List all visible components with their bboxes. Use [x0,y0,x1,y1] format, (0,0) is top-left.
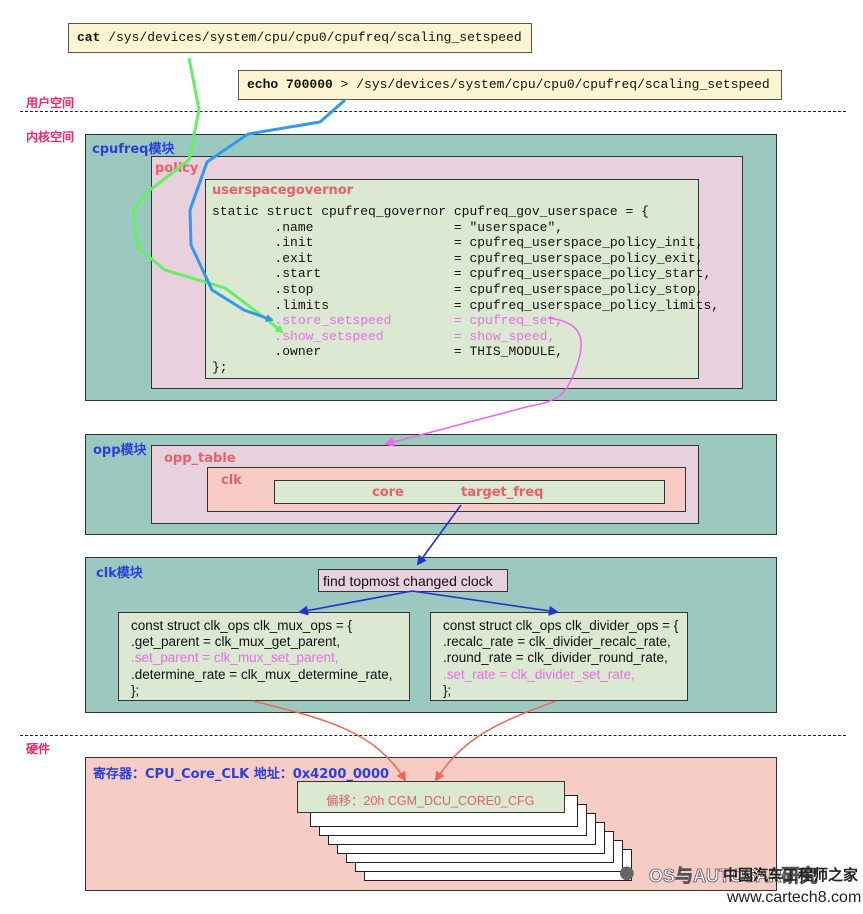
topmost-clock-label: find topmost changed clock [323,573,493,589]
governor-label: userspacegovernor [212,183,354,198]
governor-code-line: .start = cpufreq_userspace_policy_start, [212,266,712,282]
divider-ops-line: .recalc_rate = clk_divider_recalc_rate, [443,634,671,650]
watermark: ● OS与AUTOSAR研究 中国汽车工程师之家 www.cartech8.co… [615,858,862,910]
echo-command-box: echo 700000 > /sys/devices/system/cpu/cp… [238,70,782,100]
governor-struct-code: static struct cpufreq_governor cpufreq_g… [212,204,719,376]
watermark-line2: 中国汽车工程师之家 [723,866,859,884]
user-space-label: 用户空间 [26,96,75,110]
governor-code-line: .limits = cpufreq_userspace_policy_limit… [212,297,720,313]
governor-code-line: }; [212,359,228,375]
divider-ops-line: .round_rate = clk_divider_round_rate, [443,650,668,666]
hardware-label: 硬件 [26,742,51,756]
target-freq-label: target_freq [461,485,544,500]
userspace-governor-box: userspacegovernor static struct cpufreq_… [205,179,719,379]
cpufreq-module-label: cpufreq模块 [92,142,175,157]
opp-module-label: opp模块 [93,443,147,458]
mux-ops-line: .determine_rate = clk_mux_determine_rate… [131,666,393,682]
register-label: 寄存器：CPU_Core_CLK 地址：0x4200_0000 [93,767,390,782]
core-bar: core target_freq [274,480,665,504]
policy-label: policy [155,161,199,176]
user-kernel-divider [20,111,846,112]
clk-divider-ops-box: const struct clk_ops clk_divider_ops = {… [430,612,688,701]
core-label: core [372,485,404,500]
governor-code-line: .store_setspeed = cpufreq_set, [212,313,564,329]
divider-ops-line: .set_rate = clk_divider_set_rate, [443,666,635,682]
clk-module-label: clk模块 [96,566,143,581]
clk-label: clk [221,473,242,488]
echo-path: > /sys/devices/system/cpu/cpu0/cpufreq/s… [332,77,770,92]
mux-ops-line: }; [131,682,140,698]
watermark-line3: www.cartech8.com [727,889,862,906]
divider-ops-line: }; [443,682,452,698]
clk-divider-ops-code: const struct clk_ops clk_divider_ops = {… [443,618,678,699]
kernel-space-label: 内核空间 [26,130,75,144]
echo-keyword: echo 700000 [247,77,333,92]
watermark-line1: OS与AUTOSAR研究 [649,866,818,887]
clk-mux-ops-box: const struct clk_ops clk_mux_ops = {.get… [118,612,410,701]
cat-command-box: cat /sys/devices/system/cpu/cpu0/cpufreq… [68,23,532,53]
clk-mux-ops-code: const struct clk_ops clk_mux_ops = {.get… [131,618,393,699]
mux-ops-line: .set_parent = clk_mux_set_parent, [131,650,339,666]
governor-code-line: .show_setspeed = show_speed, [212,328,556,344]
cat-path: /sys/devices/system/cpu/cpu0/cpufreq/sca… [100,30,522,45]
governor-code-line: .init = cpufreq_userspace_policy_init, [212,235,704,251]
governor-code-line: .stop = cpufreq_userspace_policy_stop, [212,281,704,297]
offset-register-box: 偏移：20h CGM_DCU_CORE0_CFG [297,781,565,813]
governor-code-line: .name = "userspace", [212,219,564,235]
wechat-icon: ● [619,862,635,883]
divider-ops-line: const struct clk_ops clk_divider_ops = { [443,618,679,633]
mux-ops-line: .get_parent = clk_mux_get_parent, [131,634,341,650]
governor-code-line: .exit = cpufreq_userspace_policy_exit, [212,250,704,266]
mux-ops-line: const struct clk_ops clk_mux_ops = { [131,618,352,633]
kernel-hardware-divider [20,735,846,736]
governor-code-line: static struct cpufreq_governor cpufreq_g… [212,204,649,219]
cat-keyword: cat [77,30,101,45]
opp-table-label: opp_table [164,451,236,466]
topmost-clock-box: find topmost changed clock [318,569,508,592]
governor-code-line: .owner = THIS_MODULE, [212,344,564,360]
offset-label: 偏移：20h CGM_DCU_CORE0_CFG [326,794,535,808]
